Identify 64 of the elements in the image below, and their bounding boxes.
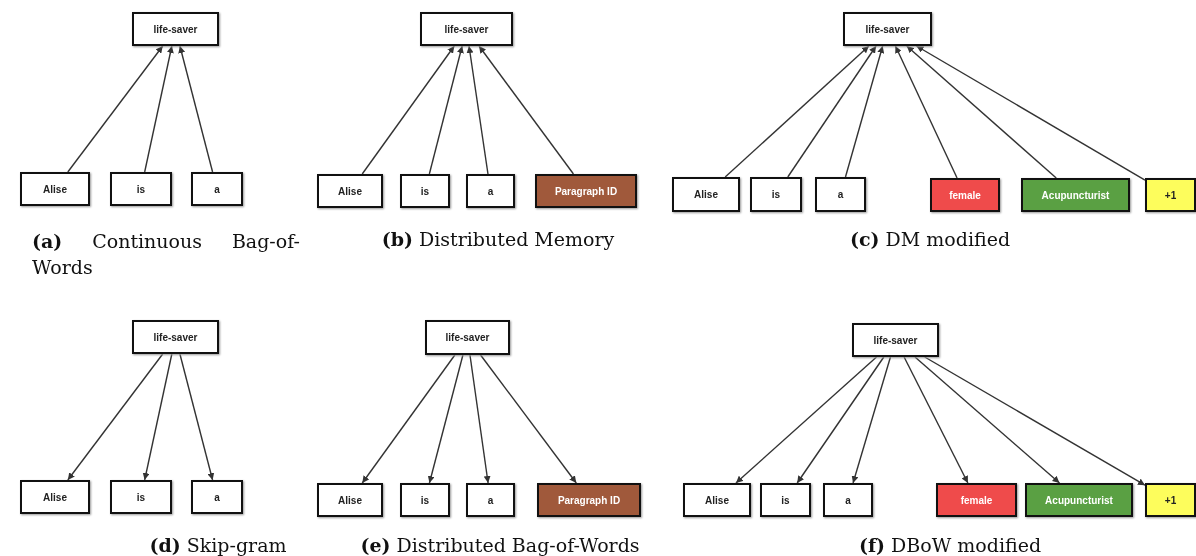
- word-box: a: [191, 480, 243, 514]
- caption: (f) DBoW modified: [857, 533, 1043, 556]
- target-word-box: life-saver: [843, 12, 932, 46]
- target-word-box: life-saver: [852, 323, 939, 357]
- arrow: [469, 354, 491, 484]
- caption: (e) Distributed Bag-of-Words: [359, 533, 641, 556]
- arrow: [724, 45, 870, 178]
- target-word-box: life-saver: [132, 320, 219, 354]
- arrow: [844, 45, 885, 178]
- word-box: Alise: [317, 174, 383, 208]
- target-word-box: life-saver: [425, 320, 510, 355]
- arrow: [894, 45, 958, 179]
- word-box: Alise: [672, 177, 740, 212]
- word-box: Alise: [683, 483, 751, 517]
- word-box: a: [466, 174, 515, 208]
- arrow: [903, 356, 969, 484]
- arrow: [735, 356, 878, 484]
- word-box: is: [400, 483, 450, 517]
- word-box: is: [400, 174, 450, 208]
- arrow: [796, 356, 885, 484]
- arrow: [906, 45, 1057, 179]
- arrow: [428, 45, 464, 175]
- word-box: a: [823, 483, 873, 517]
- arrow: [466, 45, 489, 175]
- arrow: [67, 45, 164, 173]
- word-box: Alise: [317, 483, 383, 517]
- arrow: [787, 45, 877, 178]
- arrow: [178, 45, 214, 173]
- arrow: [478, 45, 575, 175]
- word-box: +1: [1145, 483, 1196, 517]
- arrow: [361, 354, 456, 484]
- word-box: a: [815, 177, 866, 212]
- word-box: Alise: [20, 172, 90, 206]
- word-box: Acupuncturist: [1025, 483, 1133, 517]
- word-box: is: [760, 483, 811, 517]
- arrow: [851, 356, 892, 484]
- arrow: [914, 356, 1061, 484]
- word-box: a: [191, 172, 243, 206]
- arrow: [143, 45, 174, 173]
- arrow: [142, 353, 173, 481]
- caption: (a) Continuous Bag-of-Words: [32, 229, 300, 280]
- word-box: is: [110, 172, 172, 206]
- word-box: Acupuncturist: [1021, 178, 1130, 212]
- word-box: is: [750, 177, 802, 212]
- arrow: [361, 45, 455, 175]
- word-box: Paragraph ID: [535, 174, 637, 208]
- arrow: [479, 354, 577, 484]
- arrow: [427, 354, 464, 484]
- arrow: [915, 45, 1146, 181]
- word-box: female: [930, 178, 1000, 212]
- word-box: female: [936, 483, 1017, 517]
- caption: (b) Distributed Memory: [380, 227, 616, 252]
- caption: (d) Skip-gram: [148, 533, 288, 556]
- target-word-box: life-saver: [132, 12, 219, 46]
- arrow: [67, 353, 164, 481]
- arrow: [924, 356, 1146, 486]
- word-box: Paragraph ID: [537, 483, 641, 517]
- arrow: [179, 353, 215, 481]
- caption: (c) DM modified: [848, 227, 1012, 252]
- word-box: a: [466, 483, 515, 517]
- word-box: Alise: [20, 480, 90, 514]
- target-word-box: life-saver: [420, 12, 513, 46]
- word-box: is: [110, 480, 172, 514]
- word-box: +1: [1145, 178, 1196, 212]
